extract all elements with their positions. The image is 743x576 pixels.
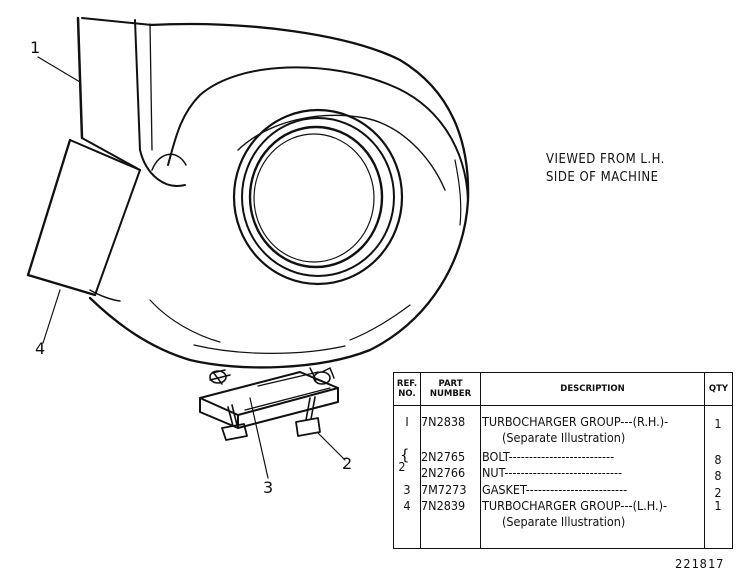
row-ref: 4: [403, 498, 411, 513]
header-qty: QTY: [708, 384, 729, 394]
row-description: TURBOCHARGER GROUP---(L.H.)-: [482, 498, 668, 513]
turbine-housing: [88, 22, 470, 369]
row-qty: 1: [714, 498, 722, 513]
row-ref: 3: [403, 482, 411, 497]
row-part-number: 7N2838: [421, 414, 466, 429]
row-description: (Separate Illustration): [502, 514, 626, 529]
upper-pipe: [76, 16, 153, 171]
callout-3: 3: [263, 478, 274, 497]
header-ref-no: REF. NO.: [396, 379, 418, 399]
row-qty: 8: [714, 468, 722, 483]
row-description: BOLT--------------------------: [482, 449, 615, 464]
row-part-number: 2N2765: [421, 449, 466, 464]
callout-4: 4: [35, 339, 46, 358]
row-ref: 2: [398, 459, 406, 474]
flange-assembly: [199, 367, 339, 441]
view-note-line-2: SIDE OF MACHINE: [546, 170, 659, 185]
row-qty: 2: [714, 485, 722, 500]
table-row: 2 2N2766 NUT----------------------------…: [394, 459, 732, 483]
table-row: I 7N2838 TURBOCHARGER GROUP---(R.H.)- 1: [394, 414, 732, 431]
row-description: TURBOCHARGER GROUP---(R.H.)-: [482, 414, 669, 429]
view-note-line-1: VIEWED FROM L.H.: [546, 152, 665, 167]
row-description: (Separate Illustration): [502, 430, 626, 445]
lower-pipe: [26, 138, 141, 302]
table-row: (Separate Illustration): [394, 514, 732, 530]
table-row: 3 7M7273 GASKET-------------------------…: [394, 482, 732, 500]
header-description: DESCRIPTION: [560, 384, 625, 394]
callout-1: 1: [30, 38, 41, 57]
row-description: NUT-----------------------------: [482, 465, 623, 480]
row-part-number: 7N2839: [421, 498, 466, 513]
leader-lines: [37, 56, 346, 479]
row-part-number: 7M7273: [421, 482, 467, 497]
header-part-number: PART NUMBER: [429, 379, 472, 399]
figure-number: 221817: [675, 557, 725, 571]
row-qty: 8: [714, 452, 722, 467]
table-row: 4 7N2839 TURBOCHARGER GROUP---(L.H.)- 1: [394, 498, 732, 514]
row-description: GASKET-------------------------: [482, 482, 628, 497]
view-orientation-note: VIEWED FROM L.H. SIDE OF MACHINE: [546, 151, 665, 187]
row-ref: I: [405, 414, 409, 429]
table-row: 2N2765 BOLT-------------------------- 8: [394, 449, 732, 467]
table-row: (Separate Illustration): [394, 430, 732, 446]
bracket-symbol: {: [400, 446, 410, 464]
callout-2: 2: [342, 454, 353, 473]
parts-list-table: REF. NO. PART NUMBER DESCRIPTION QTY I 7…: [393, 372, 733, 549]
table-grid: [394, 373, 732, 548]
row-qty: 1: [714, 416, 722, 431]
row-part-number: 2N2766: [421, 465, 466, 480]
outlet-opening: [232, 108, 404, 286]
